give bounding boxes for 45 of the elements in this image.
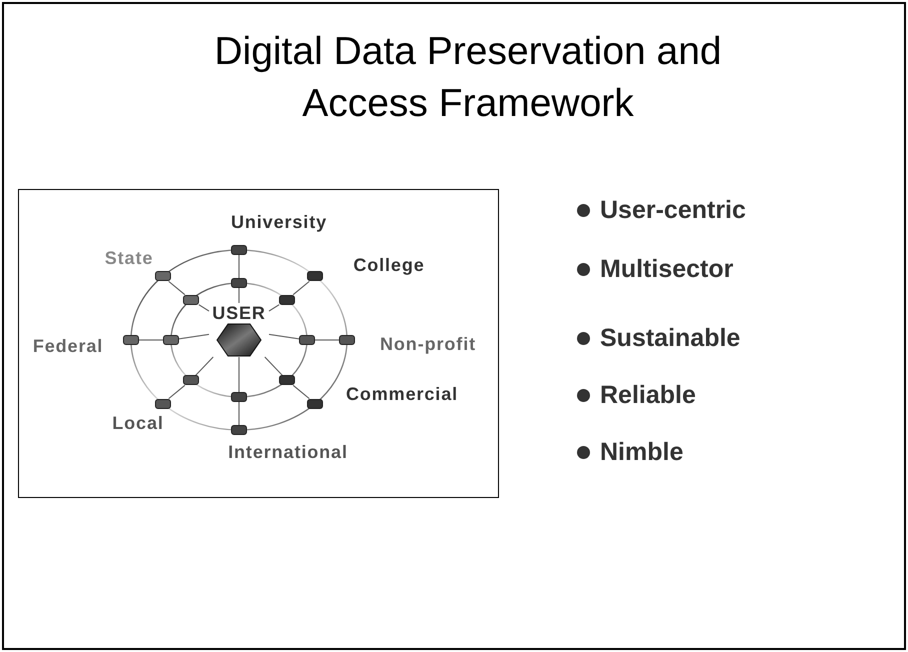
connector-node	[231, 278, 247, 288]
connector-node	[279, 375, 296, 386]
connector-node	[307, 398, 324, 409]
node-label: Local	[112, 412, 164, 434]
node-label: State	[104, 247, 154, 269]
connector-node	[307, 271, 324, 282]
connector-line	[238, 402, 240, 426]
connector-line	[178, 334, 210, 340]
bullet-text: Sustainable	[600, 323, 740, 353]
connector-line	[268, 334, 300, 340]
bullet-text: Nimble	[600, 437, 684, 467]
connector-node	[182, 294, 199, 305]
connector-node	[182, 375, 199, 386]
connector-line	[238, 254, 240, 278]
connector-line	[198, 304, 210, 312]
node-label: Federal	[32, 335, 104, 357]
connector-node	[163, 335, 179, 345]
bullet-text: User-centric	[600, 195, 746, 225]
connector-line	[238, 356, 240, 392]
connector-line	[292, 280, 310, 296]
connector-node	[339, 335, 355, 345]
connector-line	[292, 384, 310, 400]
connector-node	[279, 294, 296, 305]
connector-line	[268, 304, 280, 312]
connector-line	[195, 356, 214, 376]
title: Digital Data Preservation and Access Framework	[213, 29, 723, 127]
hub-label: USER	[212, 303, 266, 323]
connector-line	[168, 384, 186, 400]
node-label: International	[228, 441, 348, 463]
bullet-text: Multisector	[600, 254, 734, 284]
connector-node	[231, 425, 247, 435]
connector-node	[231, 392, 247, 402]
node-label: College	[353, 254, 425, 276]
node-label: Non-profit	[380, 333, 476, 355]
connector-node	[123, 335, 139, 345]
connector-line	[264, 356, 283, 376]
node-label: University	[230, 211, 328, 233]
connector-line	[168, 280, 186, 296]
connector-node	[299, 335, 315, 345]
connector-line	[238, 288, 240, 304]
connector-node	[154, 398, 171, 409]
connector-node	[154, 271, 171, 282]
connector-node	[231, 245, 247, 255]
node-label: Commercial	[346, 383, 458, 405]
bullet-text: Reliable	[600, 380, 696, 410]
